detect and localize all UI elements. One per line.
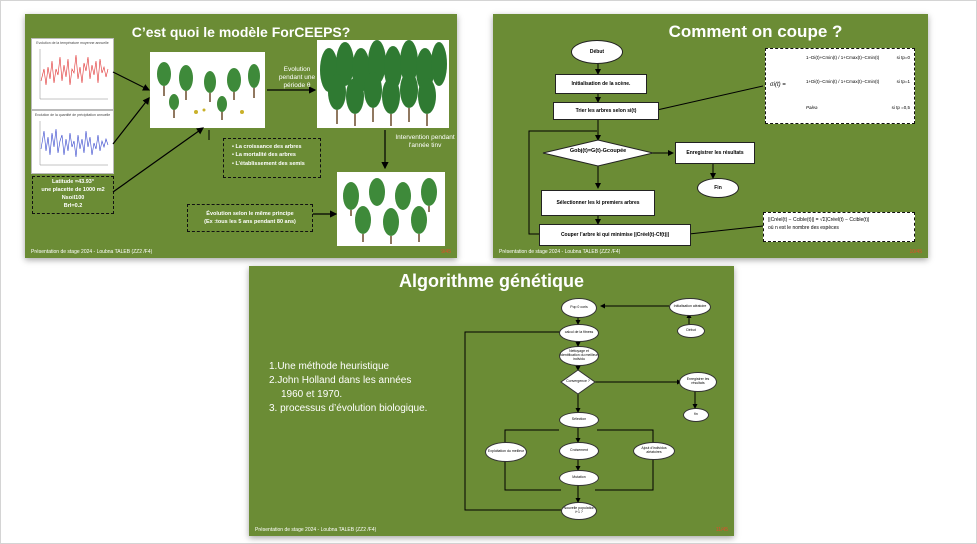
end-node: Fin	[697, 178, 739, 198]
bullet-seedlings: • L’établissement des semis	[232, 160, 305, 167]
slide-title: Algorithme génétique	[398, 271, 584, 291]
param-plot: une placette de 1000 m2	[41, 186, 105, 193]
mutation-node: Mutation	[559, 470, 599, 486]
dense-trees-illustration	[320, 40, 447, 126]
norm-formula: ||Créel(t) − Ccible(t)|| = √Σ|Créel(t) −…	[768, 217, 870, 223]
slide-footer: Présentation de stage 2024 - Loubna TALE…	[31, 249, 153, 255]
slide-cutting[interactable]: Comment on coupe ? Début Initialisation …	[493, 14, 928, 258]
process-list: • La croissance des arbres • La mortalit…	[223, 138, 321, 178]
page-number: 9/45	[441, 249, 451, 255]
evolution-line1: Évolution selon le même principe	[206, 211, 294, 217]
save-results-box: Enregistrer les résultats	[675, 142, 755, 164]
bullet-mortality: • La mortalité des arbres	[232, 152, 296, 159]
param-soil: Nsoil100	[61, 194, 85, 201]
evolution-label: Evolution pendant une période θ	[278, 66, 316, 90]
temperature-line	[39, 49, 109, 100]
crossover-node: Croisement	[559, 442, 599, 460]
slide-genetic[interactable]: Algorithme génétique 1.Une méthode heuri…	[249, 266, 734, 536]
formula-row-1: 1+Di(t)−Cmin(t) / 1+Cmax(t)−Cmin(t) si t…	[806, 79, 910, 84]
intervention-label: Intervention pendant l'année tinv	[395, 134, 455, 150]
slide-footer: Présentation de stage 2024 - Loubna TALE…	[499, 249, 621, 255]
slide-footer: Présentation de stage 2024 - Loubna TALE…	[255, 527, 377, 533]
formula-row-2: Palea si tp =0,5	[806, 105, 910, 110]
start-node: Début	[571, 40, 623, 64]
precipitation-line	[39, 121, 109, 166]
temperature-graph: Evolution de la température moyenne annu…	[31, 38, 114, 110]
decision-diamond	[542, 139, 654, 167]
slide-title: C’est quoi le modèle ForCEEPS?	[131, 24, 351, 40]
slide-title: Comment on coupe ?	[668, 22, 843, 41]
random-init-node: Initialisation aléatoire	[669, 298, 711, 316]
site-parameters: Latitude =43.93° une placette de 1000 m2…	[32, 176, 114, 214]
sigma-formula-box: σi(t) = 1−Di(t)+Cmin(t) / 1+Cmax(t)−Cmin…	[765, 48, 915, 124]
evolution-line2: (Ex :tous les 5 ans pendant 80 ans)	[204, 219, 296, 226]
param-latitude: Latitude =43.93°	[51, 179, 95, 185]
save-results-node: Enregistrer les résultats	[679, 372, 717, 392]
point-2-cont: 1960 et 1970.	[281, 389, 343, 400]
cut-box: Couper l’arbre ki qui minimise ||Créel(t…	[539, 224, 691, 246]
bullet-growth: • La croissance des arbres	[232, 144, 302, 150]
dense-forest-image	[317, 40, 449, 128]
cleanup-node: Nettoyage et identification du meilleur …	[559, 346, 599, 366]
new-population-node: Nouvelle population i+1 ?	[561, 502, 597, 520]
convergence-label: Convergence ?	[566, 379, 590, 383]
selection-node: Sélection	[559, 412, 599, 428]
evolution-box: Évolution selon le même principe (Ex :to…	[187, 204, 313, 232]
graph-title: Evolution de la température moyenne annu…	[36, 41, 109, 45]
norm-formula-box: ||Créel(t) − Ccible(t)|| = √Σ|Créel(t) −…	[763, 212, 915, 242]
convergence-diamond	[560, 369, 596, 395]
precipitation-graph: Evolution de la quantité de précipitatio…	[31, 110, 114, 174]
thinned-trees-illustration	[343, 178, 437, 244]
point-2: 2.John Holland dans les années	[269, 375, 412, 386]
init-box: Initialisation de la scène.	[555, 74, 647, 94]
slide-forceeps[interactable]: C’est quoi le modèle ForCEEPS? Evolution…	[25, 14, 457, 258]
points-list: 1.Une méthode heuristique 2.John Holland…	[269, 360, 427, 416]
population-node: Pop 0 coris	[561, 298, 597, 318]
sort-box: Trier les arbres selon si(t)	[553, 102, 659, 120]
flow-arrows	[112, 71, 389, 218]
formula-lhs: σi(t) =	[770, 82, 786, 88]
decision-label: Gobj(t)=G(t)-Gcoupée	[569, 148, 627, 154]
page-number: 10/45	[909, 249, 922, 255]
point-3: 3. processus d’évolution biologique.	[269, 403, 428, 414]
select-box: Sélectionner les ki premiers arbres	[541, 190, 655, 216]
graph-title: Evolution de la quantité de précipitatio…	[34, 113, 111, 117]
random-add-node: Ajout d'individus aléatoires	[633, 442, 675, 460]
formula-row-0: 1−Di(t)+Cmin(t) / 1+Cmax(t)−Cmin(t) si t…	[806, 55, 910, 60]
norm-note: où n est le nombre des espèces	[768, 224, 839, 231]
page-number: 11/45	[715, 527, 728, 533]
start-node: Début	[677, 324, 705, 338]
thinned-forest-image	[337, 172, 445, 246]
young-forest-image	[150, 52, 265, 128]
point-1: 1.Une méthode heuristique	[269, 361, 390, 372]
exploitation-node: Exploitation du meilleur	[485, 442, 527, 462]
end-node: fin	[683, 408, 709, 422]
fitness-node: calcul de la fitness	[559, 324, 599, 342]
genetic-flowchart-lines	[464, 303, 698, 511]
param-brl: Brl=0.2	[63, 202, 83, 209]
trees-illustration	[157, 62, 260, 120]
